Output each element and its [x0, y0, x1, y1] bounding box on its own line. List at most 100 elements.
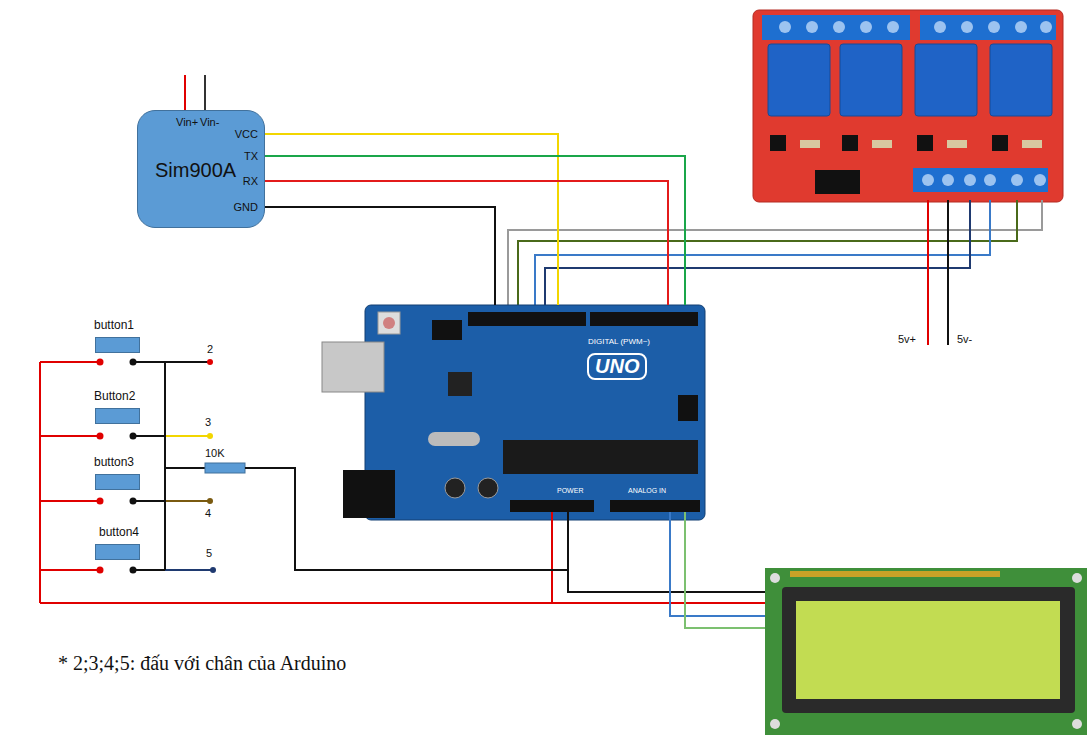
- button-wire: [133, 569, 165, 571]
- push-button: button3: [95, 474, 140, 490]
- terminal-dot: [130, 433, 137, 440]
- relay-wire: [545, 200, 970, 305]
- screw: [860, 21, 872, 33]
- relay-wire: [535, 200, 990, 305]
- pin-name: VCC: [235, 128, 258, 141]
- pin-dot: [207, 433, 213, 439]
- chip: [448, 372, 472, 396]
- terminal-dot: [97, 359, 104, 366]
- mount-hole: [770, 573, 780, 583]
- capacitor: [445, 478, 465, 498]
- button-wire: [165, 569, 213, 571]
- gsm-module: Sim900AVin+Vin-VCCTXRXGND: [137, 110, 265, 228]
- push-button: button1: [95, 337, 140, 353]
- signal-wire: [265, 134, 558, 305]
- pin-dot: [207, 498, 213, 504]
- icsp-header: [678, 395, 698, 421]
- reset-button: [383, 317, 395, 329]
- icsp-header: [432, 320, 462, 340]
- push-button: Button2: [95, 408, 140, 424]
- terminal-block: [762, 15, 910, 40]
- mount-hole: [1072, 573, 1082, 583]
- input-terminal: [913, 168, 1048, 192]
- screw: [1034, 174, 1046, 186]
- screw: [1040, 21, 1052, 33]
- power-wire: [947, 200, 949, 345]
- signal-wire: [265, 181, 668, 305]
- terminal-dot: [130, 359, 137, 366]
- board-marking: ANALOG IN: [628, 487, 666, 495]
- reset-button: [378, 312, 400, 334]
- arduino-board: [322, 305, 705, 520]
- power-wire: [552, 602, 765, 604]
- board-logo: UNO: [587, 353, 647, 380]
- screw: [964, 174, 976, 186]
- relay-wire: [518, 200, 1017, 305]
- pin-number: 3: [205, 416, 211, 429]
- terminal-dot: [97, 433, 104, 440]
- power-wire: [927, 200, 929, 345]
- ground-wire: [568, 512, 765, 592]
- button-label: button4: [99, 526, 139, 540]
- screw: [922, 174, 934, 186]
- mount-hole: [1072, 719, 1082, 729]
- power-jack: [343, 470, 395, 518]
- button-label: button3: [94, 456, 134, 470]
- bus-wire: [164, 362, 166, 570]
- screw: [833, 21, 845, 33]
- button-label: button1: [94, 319, 134, 333]
- mount-hole: [770, 719, 780, 729]
- button-label: Button2: [94, 390, 135, 404]
- microcontroller: [503, 440, 698, 474]
- terminal-dot: [97, 498, 104, 505]
- component: [992, 135, 1008, 151]
- pin-dot: [210, 567, 216, 573]
- component: [872, 140, 892, 148]
- relay: [915, 44, 977, 116]
- component: [1022, 140, 1042, 148]
- screw: [887, 21, 899, 33]
- pin-name: Vin-: [200, 116, 219, 129]
- button-wire: [133, 500, 165, 502]
- button-wire: [165, 500, 210, 502]
- supply-wire: [184, 75, 186, 111]
- supply-wire: [40, 500, 100, 502]
- pin-number: 2: [207, 343, 213, 356]
- usb-port: [322, 342, 384, 392]
- component: [947, 140, 967, 148]
- lcd-module: [765, 568, 1087, 735]
- lcd-screen: [796, 601, 1060, 699]
- supply-wire: [40, 435, 100, 437]
- pin-name: RX: [243, 175, 258, 188]
- board: [365, 305, 705, 520]
- relay-module: [753, 10, 1063, 202]
- button-wire: [133, 361, 210, 363]
- supply-wire: [39, 362, 41, 603]
- board-marking: DIGITAL (PWM~): [588, 337, 650, 346]
- scl-wire: [685, 512, 765, 628]
- resistor-symbol: [205, 463, 245, 473]
- supply-wire: [40, 361, 100, 363]
- pin-header: [610, 500, 700, 512]
- capacitor: [478, 478, 498, 498]
- relay-board: [753, 10, 1063, 202]
- screw: [984, 174, 996, 186]
- push-button: button4: [95, 544, 140, 560]
- relay: [840, 44, 902, 116]
- terminal-dot: [97, 567, 104, 574]
- signal-wire: [265, 156, 685, 305]
- screw: [988, 21, 1000, 33]
- pin-number: 4: [205, 507, 211, 520]
- screw: [779, 21, 791, 33]
- terminal-block: [920, 15, 1056, 40]
- screw: [961, 21, 973, 33]
- screw: [1015, 21, 1027, 33]
- crystal: [428, 432, 480, 446]
- lcd-board: [765, 568, 1087, 735]
- screw: [806, 21, 818, 33]
- pin-name: Vin+: [176, 116, 198, 129]
- pin-number: 5: [206, 547, 212, 560]
- pin-header: [590, 312, 698, 326]
- lcd-frame: [782, 587, 1075, 713]
